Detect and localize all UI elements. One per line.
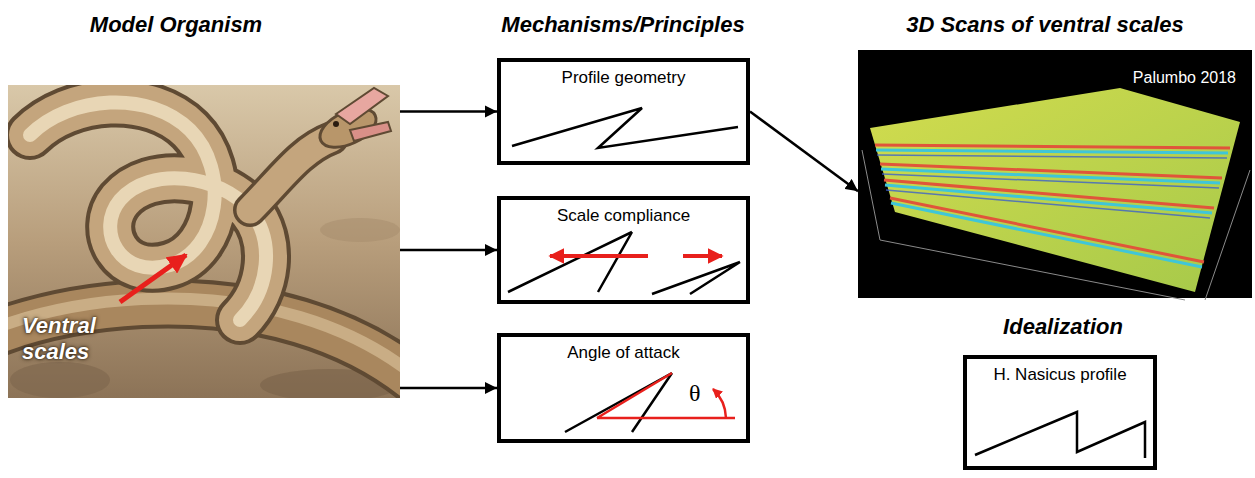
open-scale — [508, 232, 632, 292]
box-title: Scale compliance — [557, 206, 690, 226]
snake-body-outline — [8, 303, 400, 385]
flow-arrow — [400, 249, 497, 252]
column-heading: 3D Scans of ventral scales — [906, 12, 1184, 38]
force-arrow — [683, 254, 722, 258]
force-arrow — [550, 254, 648, 258]
profile-geometry-sketch — [512, 108, 738, 148]
flow-arrow — [400, 110, 497, 113]
sawtooth-profile — [512, 108, 738, 148]
photo-panel: Model OrganismVentral scales — [8, 85, 400, 398]
angle-triangle — [597, 373, 735, 418]
snake-coil — [30, 102, 266, 320]
mechanism-box: Profile geometry — [497, 58, 750, 165]
flow-arrow — [750, 112, 858, 192]
box-title: Profile geometry — [562, 68, 686, 88]
pointer-arrow — [120, 255, 186, 302]
snake-ventral-scales — [30, 102, 266, 320]
box-title: H. Nasicus profile — [993, 365, 1126, 385]
mechanism-box: Scale compliance — [497, 196, 750, 304]
snake-body — [8, 303, 400, 385]
snake-mouth — [336, 88, 388, 124]
snake-neck — [250, 138, 332, 210]
scale-ridge-shadow — [876, 150, 1228, 267]
snake-belly — [8, 298, 400, 380]
scan-image — [858, 50, 1252, 300]
column-heading: Idealization — [1003, 314, 1123, 340]
column-heading: Model Organism — [90, 12, 262, 38]
snake-jaw — [350, 122, 391, 141]
profile-box: IdealizationH. Nasicus profile — [963, 355, 1157, 470]
angle-symbol: θ — [689, 380, 701, 406]
scale-compliance-sketch — [508, 232, 740, 294]
snake-photo — [8, 85, 400, 398]
scale-ridge — [875, 145, 1230, 262]
angle-arc — [713, 389, 726, 418]
sawtooth-profile — [975, 412, 1145, 458]
snake-coil-outline — [30, 102, 266, 320]
scan-ground — [858, 50, 1252, 298]
mechanism-box: Angle of attack — [497, 333, 750, 443]
closed-scale — [652, 262, 740, 294]
idealized-profile-sketch — [975, 412, 1145, 458]
rock — [320, 218, 400, 242]
snake-neck-outline — [250, 138, 332, 210]
angle-of-attack-sketch — [565, 373, 735, 432]
flow-arrow — [400, 387, 497, 390]
scan-surface — [870, 88, 1240, 292]
column-heading: Mechanisms/Principles — [501, 12, 744, 38]
snake-eye — [333, 121, 339, 127]
image-credit: Palumbo 2018 — [1133, 68, 1236, 87]
scan-panel: 3D Scans of ventral scalesPalumbo 2018 — [858, 50, 1252, 298]
callout-label: Ventral scales — [22, 313, 138, 366]
rock — [10, 362, 110, 398]
scale-ridge-edge — [877, 155, 1227, 218]
box-title: Angle of attack — [567, 343, 679, 363]
